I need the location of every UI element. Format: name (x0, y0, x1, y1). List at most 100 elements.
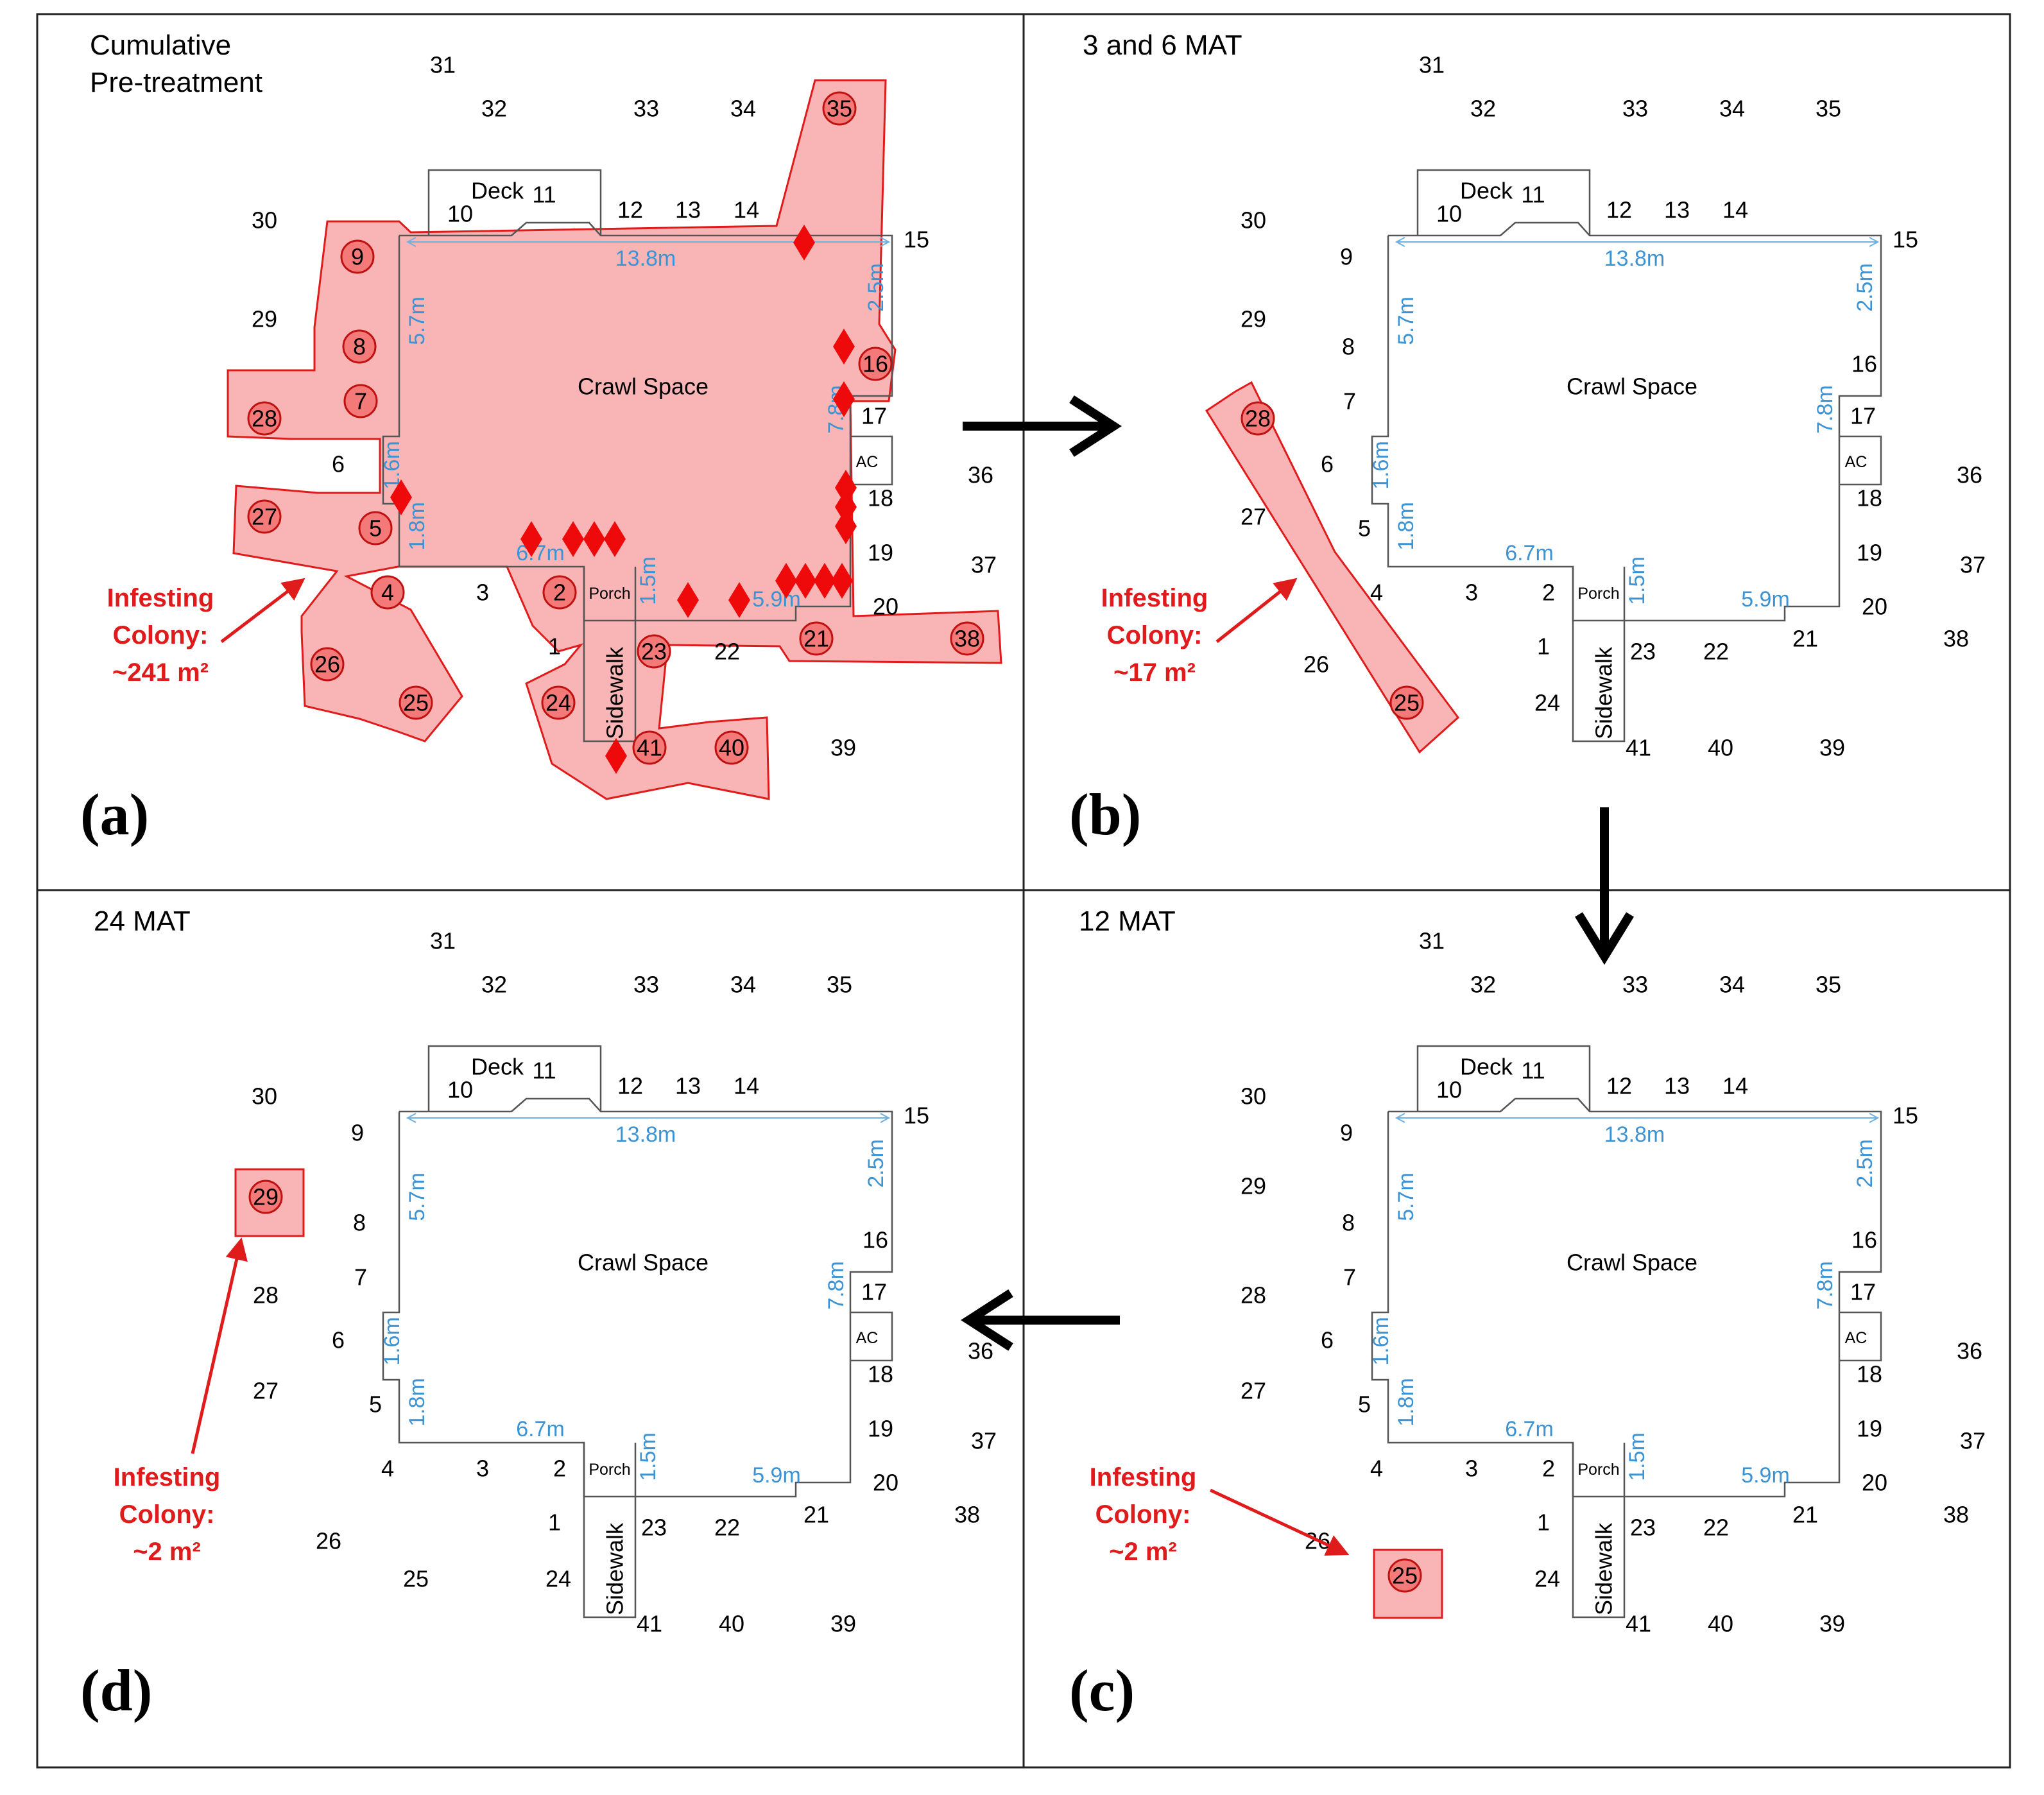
panel-title-line-1: 3 and 6 MAT (1083, 30, 1242, 61)
station-label-37: 37 (971, 1428, 997, 1454)
detection-diamond-8 (520, 521, 542, 557)
station-marker-7 (343, 384, 378, 418)
crawl-space-label: Crawl Space (1567, 1250, 1697, 1276)
panel-d: Crawl SpaceDeckPorchACSidewalk13.8m5.7m1… (80, 906, 997, 1723)
ac-label: AC (1845, 1329, 1868, 1347)
station-label-15: 15 (1893, 1103, 1918, 1129)
colony-label-2: Colony: (113, 621, 209, 649)
station-label-37: 37 (1960, 552, 1986, 578)
detection-diamond-15 (794, 563, 816, 599)
detection-diamond-16 (814, 563, 836, 599)
station-label-3: 3 (1465, 580, 1478, 606)
station-label-17: 17 (1850, 403, 1876, 429)
station-label-34: 34 (1719, 972, 1745, 998)
station-marker-41 (632, 730, 667, 765)
dim-porch: 1.5m (1625, 556, 1649, 605)
deck-label: Deck (1460, 178, 1513, 204)
porch-label: Porch (1577, 1461, 1619, 1479)
station-label-4: 4 (381, 580, 394, 606)
station-label-6: 6 (332, 1327, 345, 1353)
dim-bottom-right: 5.9m (1741, 1463, 1790, 1488)
colony-area: ~2 m² (133, 1538, 201, 1566)
station-label-29: 29 (252, 306, 277, 332)
station-label-33: 33 (1622, 96, 1648, 122)
colony-label: Infesting (114, 1463, 221, 1491)
station-label-41: 41 (1626, 735, 1651, 761)
dim-left-lower: 1.8m (405, 1378, 429, 1427)
station-label-38: 38 (1943, 1502, 1969, 1528)
station-label-16: 16 (863, 351, 888, 377)
station-marker-5 (358, 511, 393, 545)
station-marker-29 (248, 1180, 283, 1214)
station-label-13: 13 (1664, 197, 1690, 223)
station-label-5: 5 (369, 515, 382, 542)
station-label-32: 32 (481, 96, 507, 122)
station-label-22: 22 (714, 1515, 740, 1541)
station-label-18: 18 (868, 1361, 893, 1387)
station-label-36: 36 (968, 462, 993, 488)
station-label-18: 18 (1857, 485, 1882, 511)
station-label-22: 22 (1703, 639, 1729, 665)
dim-bottom-left: 6.7m (516, 541, 565, 565)
station-label-6: 6 (1321, 1327, 1334, 1353)
station-marker-28 (247, 401, 282, 436)
station-label-35: 35 (1816, 972, 1841, 998)
detection-diamond-11 (604, 521, 626, 557)
station-label-1: 1 (1537, 633, 1550, 660)
panel-c: Crawl SpaceDeckPorchACSidewalk13.8m5.7m1… (1069, 906, 1986, 1723)
station-marker-16 (858, 347, 893, 381)
station-marker-28 (1241, 401, 1275, 436)
station-label-7: 7 (354, 388, 367, 415)
station-label-40: 40 (1708, 1611, 1733, 1637)
panel-letter: (a) (80, 782, 149, 847)
colony-label: Infesting (107, 584, 214, 612)
station-label-11: 11 (1521, 1058, 1545, 1084)
station-label-21: 21 (803, 626, 829, 652)
station-label-15: 15 (1893, 227, 1918, 253)
dim-top: 13.8m (615, 246, 676, 271)
panel-title-line-1: 24 MAT (94, 906, 191, 937)
detection-diamond-1 (793, 225, 815, 261)
station-label-5: 5 (1358, 1391, 1371, 1418)
station-label-28: 28 (1241, 1282, 1266, 1309)
station-label-27: 27 (1241, 1378, 1266, 1404)
dim-left-notch: 1.6m (1369, 441, 1393, 490)
dim-left-notch: 1.6m (1369, 1317, 1393, 1366)
colony-area: ~17 m² (1113, 658, 1196, 687)
station-marker-40 (714, 730, 749, 765)
dim-left-upper: 5.7m (405, 1172, 429, 1221)
station-label-22: 22 (714, 639, 740, 665)
station-label-20: 20 (1862, 594, 1887, 620)
station-marker-24 (541, 685, 576, 720)
panel-title: 24 MAT (94, 906, 191, 937)
station-label-21: 21 (803, 1502, 829, 1528)
station-label-19: 19 (868, 540, 893, 566)
station-label-2: 2 (553, 580, 566, 606)
station-label-11: 11 (1521, 182, 1545, 208)
station-marker-23 (637, 634, 671, 669)
station-label-30: 30 (1241, 1083, 1266, 1110)
crawl-space-label: Crawl Space (578, 374, 709, 400)
detection-diamond-12 (677, 582, 699, 618)
house-outline: Crawl SpaceDeckPorchACSidewalk13.8m5.7m1… (1369, 169, 1882, 743)
station-marker-4 (370, 575, 405, 610)
station-label-18: 18 (1857, 1361, 1882, 1387)
detection-diamond-13 (728, 582, 750, 618)
station-label-4: 4 (1370, 580, 1383, 606)
station-label-32: 32 (1470, 96, 1496, 122)
flow-arrows (961, 395, 1634, 1351)
station-label-3: 3 (476, 1456, 489, 1482)
station-label-12: 12 (1606, 1073, 1632, 1099)
arrow-a-to-b (963, 395, 1122, 457)
ac-label: AC (856, 1329, 879, 1347)
panel-title-line-1: 12 MAT (1079, 906, 1176, 937)
station-label-10: 10 (1436, 1077, 1462, 1103)
station-label-39: 39 (1819, 735, 1845, 761)
station-label-29: 29 (253, 1184, 279, 1210)
colony-pointer-arrow (1215, 578, 1298, 643)
station-label-27: 27 (253, 1378, 279, 1404)
dim-top: 13.8m (1604, 246, 1665, 271)
